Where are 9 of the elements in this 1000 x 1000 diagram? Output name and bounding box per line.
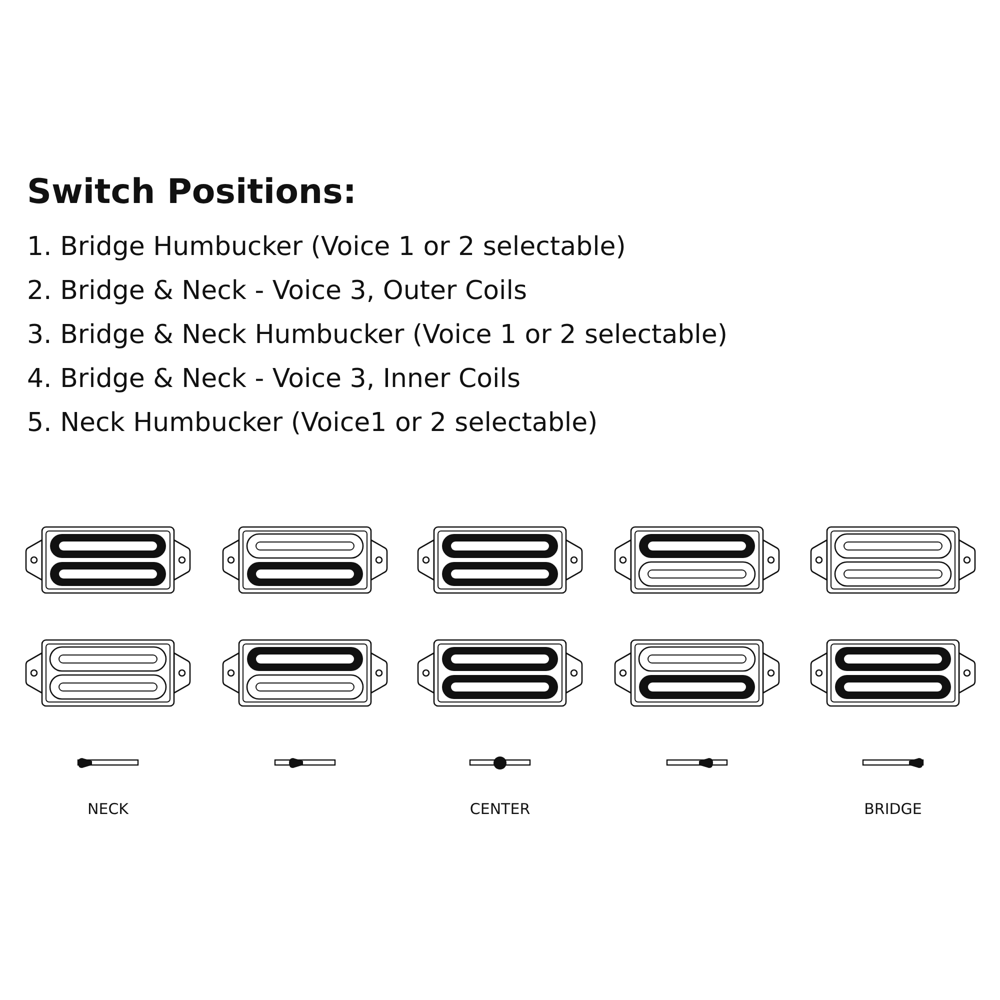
switch-position-description: 5. Neck Humbucker (Voice1 or 2 selectable) bbox=[27, 408, 598, 438]
switch-position-description: 3. Bridge & Neck Humbucker (Voice 1 or 2 selectable) bbox=[27, 320, 728, 350]
switch-position-description: 4. Bridge & Neck - Voice 3, Inner Coils bbox=[27, 364, 520, 394]
position-label: BRIDGE bbox=[864, 800, 922, 818]
switch-position-description: 2. Bridge & Neck - Voice 3, Outer Coils bbox=[27, 276, 528, 306]
switch-position-description: 1. Bridge Humbucker (Voice 1 or 2 selectable) bbox=[27, 232, 626, 262]
position-label: NECK bbox=[88, 800, 128, 818]
position-label: CENTER bbox=[470, 800, 530, 818]
diagram-title: Switch Positions: bbox=[27, 172, 356, 212]
